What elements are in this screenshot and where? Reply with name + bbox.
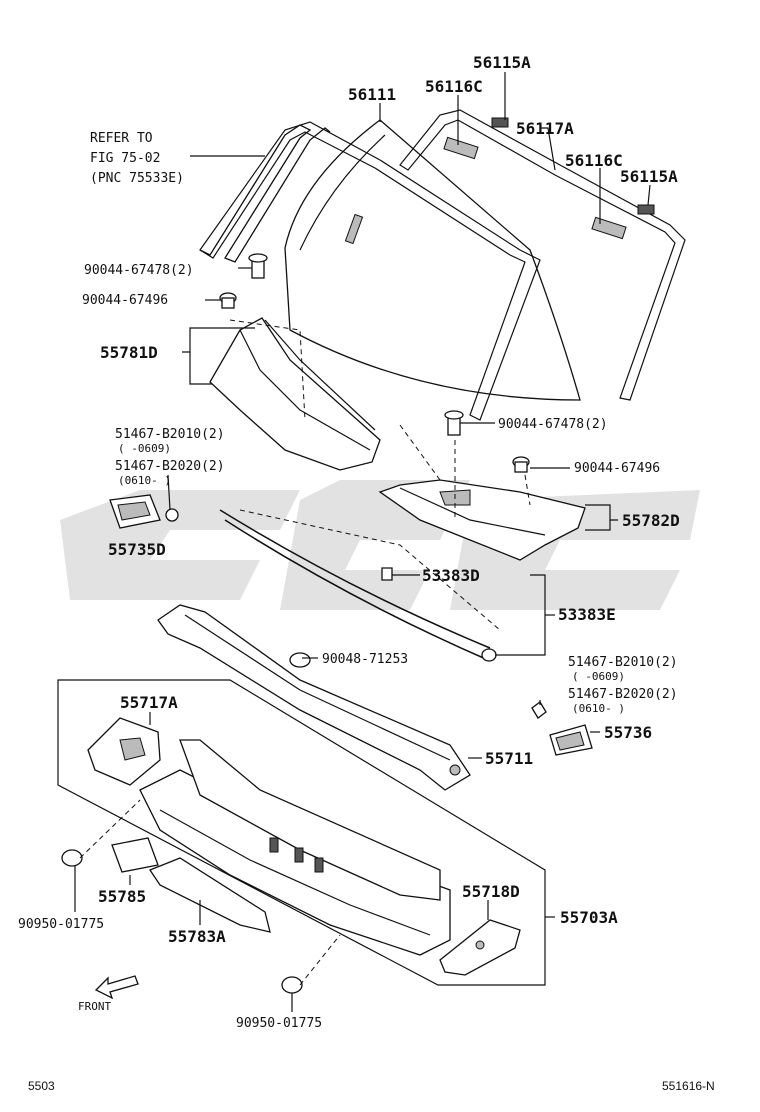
label-51467-b2010-right: 51467-B2010(2) — [568, 655, 678, 670]
label-0609-left: ( -0609) — [118, 442, 171, 455]
clip-56115a-lower — [637, 204, 655, 215]
label-55718d: 55718D — [462, 882, 520, 901]
nozzle-55736 — [531, 701, 593, 756]
label-front: FRONT — [78, 1000, 111, 1013]
assembly-frame — [57, 679, 546, 986]
clip-56115a-upper — [491, 117, 509, 128]
label-56111: 56111 — [348, 85, 396, 104]
label-56117a: 56117A — [516, 119, 574, 138]
label-56116c-lower: 56116C — [565, 151, 623, 170]
fastener-90044-67496-left — [219, 292, 237, 309]
fastener-90044-67496-right — [512, 456, 530, 473]
label-55785: 55785 — [98, 887, 146, 906]
refer-line-2: FIG 75-02 — [90, 151, 160, 166]
label-90048-71253: 90048-71253 — [322, 652, 408, 667]
fastener-90044-67478-left — [248, 253, 268, 279]
bracket-55718d — [439, 919, 521, 976]
label-56115a-upper: 56115A — [473, 53, 531, 72]
pad-56116c-upper — [443, 136, 479, 160]
refer-line-3: (PNC 75533E) — [90, 171, 184, 186]
label-55703a: 55703A — [560, 908, 618, 927]
label-90950-01775-left: 90950-01775 — [18, 917, 104, 932]
nozzle-55735d — [109, 494, 179, 529]
label-90044-67496-right: 90044-67496 — [574, 461, 660, 476]
label-53383d: 53383D — [422, 566, 480, 585]
label-0610-left: (0610- ) — [118, 474, 171, 487]
page-number-left: 5503 — [28, 1079, 55, 1093]
cowl-top-panel — [157, 604, 471, 791]
label-56116c-upper: 56116C — [425, 77, 483, 96]
page-number-right: 551616-N — [662, 1079, 715, 1093]
plug-90950-01775-right — [281, 976, 303, 994]
label-55717a: 55717A — [120, 693, 178, 712]
label-51467-b2020-left: 51467-B2020(2) — [115, 459, 225, 474]
weatherstrip-53383 — [219, 509, 501, 662]
label-51467-b2010-left: 51467-B2010(2) — [115, 427, 225, 442]
label-51467-b2020-right: 51467-B2020(2) — [568, 687, 678, 702]
fastener-90044-67478-right — [444, 410, 464, 436]
label-55781d: 55781D — [100, 343, 158, 362]
label-90950-01775-right: 90950-01775 — [236, 1016, 322, 1031]
label-56115a-lower: 56115A — [620, 167, 678, 186]
label-90044-67496-left: 90044-67496 — [82, 293, 168, 308]
plug-90950-01775-left — [61, 849, 83, 867]
windshield-moulding-left — [199, 121, 541, 421]
label-90044-67478-right: 90044-67478(2) — [498, 417, 608, 432]
part-labels: REFER TO FIG 75-02 (PNC 75533E) 56111 56… — [18, 53, 715, 1093]
label-55783a: 55783A — [168, 927, 226, 946]
front-arrow-icon — [94, 975, 139, 1000]
cowl-louver-left — [209, 317, 381, 471]
windshield-glass — [284, 119, 581, 401]
cowl-louver-right — [378, 479, 586, 561]
label-55711: 55711 — [485, 749, 533, 768]
cowl-lower-panel — [139, 739, 451, 956]
refer-line-1: REFER TO — [90, 131, 153, 146]
glass-mark — [344, 213, 364, 245]
label-0609-right: ( -0609) — [572, 670, 625, 683]
label-55782d: 55782D — [622, 511, 680, 530]
bracket-55717a — [87, 717, 161, 786]
label-55736: 55736 — [604, 723, 652, 742]
windshield-moulding-right — [399, 109, 686, 401]
label-0610-right: (0610- ) — [572, 702, 625, 715]
pad-56116c-lower — [591, 216, 627, 240]
seal-55783a — [149, 857, 271, 933]
label-55735d: 55735D — [108, 540, 166, 559]
label-90044-67478-left: 90044-67478(2) — [84, 263, 194, 278]
seal-55785 — [111, 837, 159, 873]
leader-lines — [74, 72, 651, 1012]
label-53383e: 53383E — [558, 605, 616, 624]
